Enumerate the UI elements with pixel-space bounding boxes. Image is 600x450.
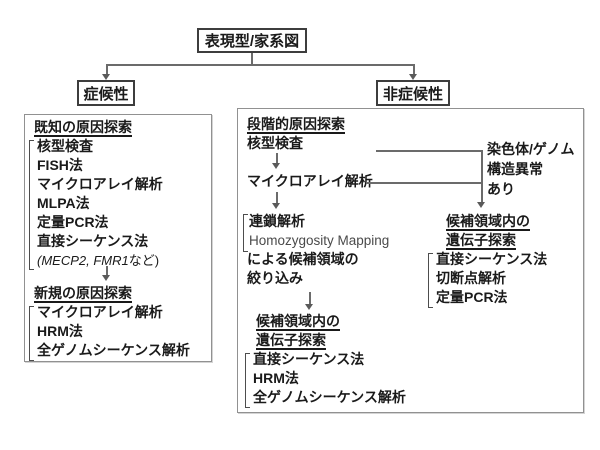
linkage-arrow-line bbox=[309, 292, 311, 305]
side-section-title-line1: 候補領域内の bbox=[446, 213, 530, 229]
side-section-title-line2: 遺伝子探索 bbox=[446, 232, 516, 248]
known-to-novel-arrow-line bbox=[106, 266, 108, 276]
novel-item-hrm: HRM法 bbox=[37, 323, 83, 339]
node-syndromic-label: 症候性 bbox=[83, 85, 129, 103]
linkage-arrowhead bbox=[305, 304, 313, 310]
step1-arrowhead bbox=[272, 163, 280, 169]
side-item-qpcr: 定量PCR法 bbox=[436, 289, 508, 305]
side-item-breakpoint: 切断点解析 bbox=[436, 270, 506, 286]
abnormal-branch-arrowhead bbox=[477, 202, 485, 208]
abnormal-note-line2: 構造異常 bbox=[487, 161, 543, 177]
linkage-item: 連鎖解析 bbox=[249, 213, 305, 229]
abnormal-note-line3: あり bbox=[487, 181, 515, 197]
bottom-item-wgs: 全ゲノムシーケンス解析 bbox=[253, 389, 406, 405]
known-item-microarray: マイクロアレイ解析 bbox=[37, 176, 163, 192]
bottom-section-title-line1: 候補領域内の bbox=[256, 313, 340, 329]
narrowing-desc-line1: による候補領域の bbox=[247, 251, 359, 267]
node-nonsyndromic-label: 非症候性 bbox=[382, 85, 443, 103]
gene-note: (MECP2, FMR1など) bbox=[37, 252, 159, 269]
linkage-bracket bbox=[243, 214, 248, 252]
novel-cause-title: 新規の原因探索 bbox=[34, 285, 132, 301]
known-item-fish: FISH法 bbox=[37, 157, 83, 173]
root-node-phenotype-pedigree: 表現型/家系図 bbox=[197, 28, 307, 53]
step2-arrow-line bbox=[276, 192, 278, 204]
known-cause-bracket bbox=[29, 140, 34, 270]
narrowing-desc-line2: 絞り込み bbox=[247, 270, 303, 286]
left-branch-arrowhead bbox=[102, 74, 110, 80]
karyotype-branch-line bbox=[376, 150, 482, 152]
step1-arrow-line bbox=[276, 153, 278, 164]
known-item-karyotype: 核型検査 bbox=[37, 138, 93, 154]
bottom-section-bracket bbox=[245, 353, 250, 408]
novel-cause-bracket bbox=[29, 306, 34, 361]
side-item-sequencing: 直接シーケンス法 bbox=[436, 251, 548, 267]
right-branch-arrowhead bbox=[409, 74, 417, 80]
root-stem-line bbox=[251, 53, 253, 64]
step-microarray: マイクロアレイ解析 bbox=[247, 173, 373, 189]
known-item-mlpa: MLPA法 bbox=[37, 195, 90, 211]
root-node-label: 表現型/家系図 bbox=[204, 33, 300, 50]
node-syndromic: 症候性 bbox=[77, 80, 135, 106]
homozygosity-mapping-item: Homozygosity Mapping bbox=[249, 233, 390, 248]
known-item-qpcr: 定量PCR法 bbox=[37, 214, 109, 230]
step2-arrowhead bbox=[272, 203, 280, 209]
node-nonsyndromic: 非症候性 bbox=[376, 80, 450, 106]
bottom-item-sequencing: 直接シーケンス法 bbox=[253, 351, 365, 367]
novel-item-microarray: マイクロアレイ解析 bbox=[37, 304, 163, 320]
step-karyotype: 核型検査 bbox=[247, 135, 303, 151]
left-branch-line bbox=[106, 64, 108, 74]
branch-horizontal-line bbox=[106, 64, 414, 66]
bottom-section-title-line2: 遺伝子探索 bbox=[256, 332, 326, 348]
syndromic-panel: 既知の原因探索 核型検査 FISH法 マイクロアレイ解析 MLPA法 定量PCR… bbox=[24, 114, 212, 362]
gene-note-close: など) bbox=[128, 253, 160, 268]
bottom-item-hrm: HRM法 bbox=[253, 370, 299, 386]
abnormal-note-line1: 染色体/ゲノム bbox=[487, 141, 575, 157]
known-cause-title: 既知の原因探索 bbox=[34, 119, 132, 135]
microarray-branch-line bbox=[366, 182, 482, 184]
nonsyndromic-panel: 段階的原因探索 核型検査 マイクロアレイ解析 連鎖解析 Homozygosity… bbox=[237, 108, 584, 413]
known-item-sequencing: 直接シーケンス法 bbox=[37, 233, 149, 249]
gene-note-genes: (MECP2, FMR1 bbox=[37, 253, 129, 268]
side-section-bracket bbox=[428, 253, 433, 308]
known-to-novel-arrowhead bbox=[102, 275, 110, 281]
abnormal-branch-line bbox=[481, 150, 483, 203]
novel-item-wgs: 全ゲノムシーケンス解析 bbox=[37, 342, 190, 358]
staged-search-title: 段階的原因探索 bbox=[247, 116, 345, 132]
right-branch-line bbox=[413, 64, 415, 74]
